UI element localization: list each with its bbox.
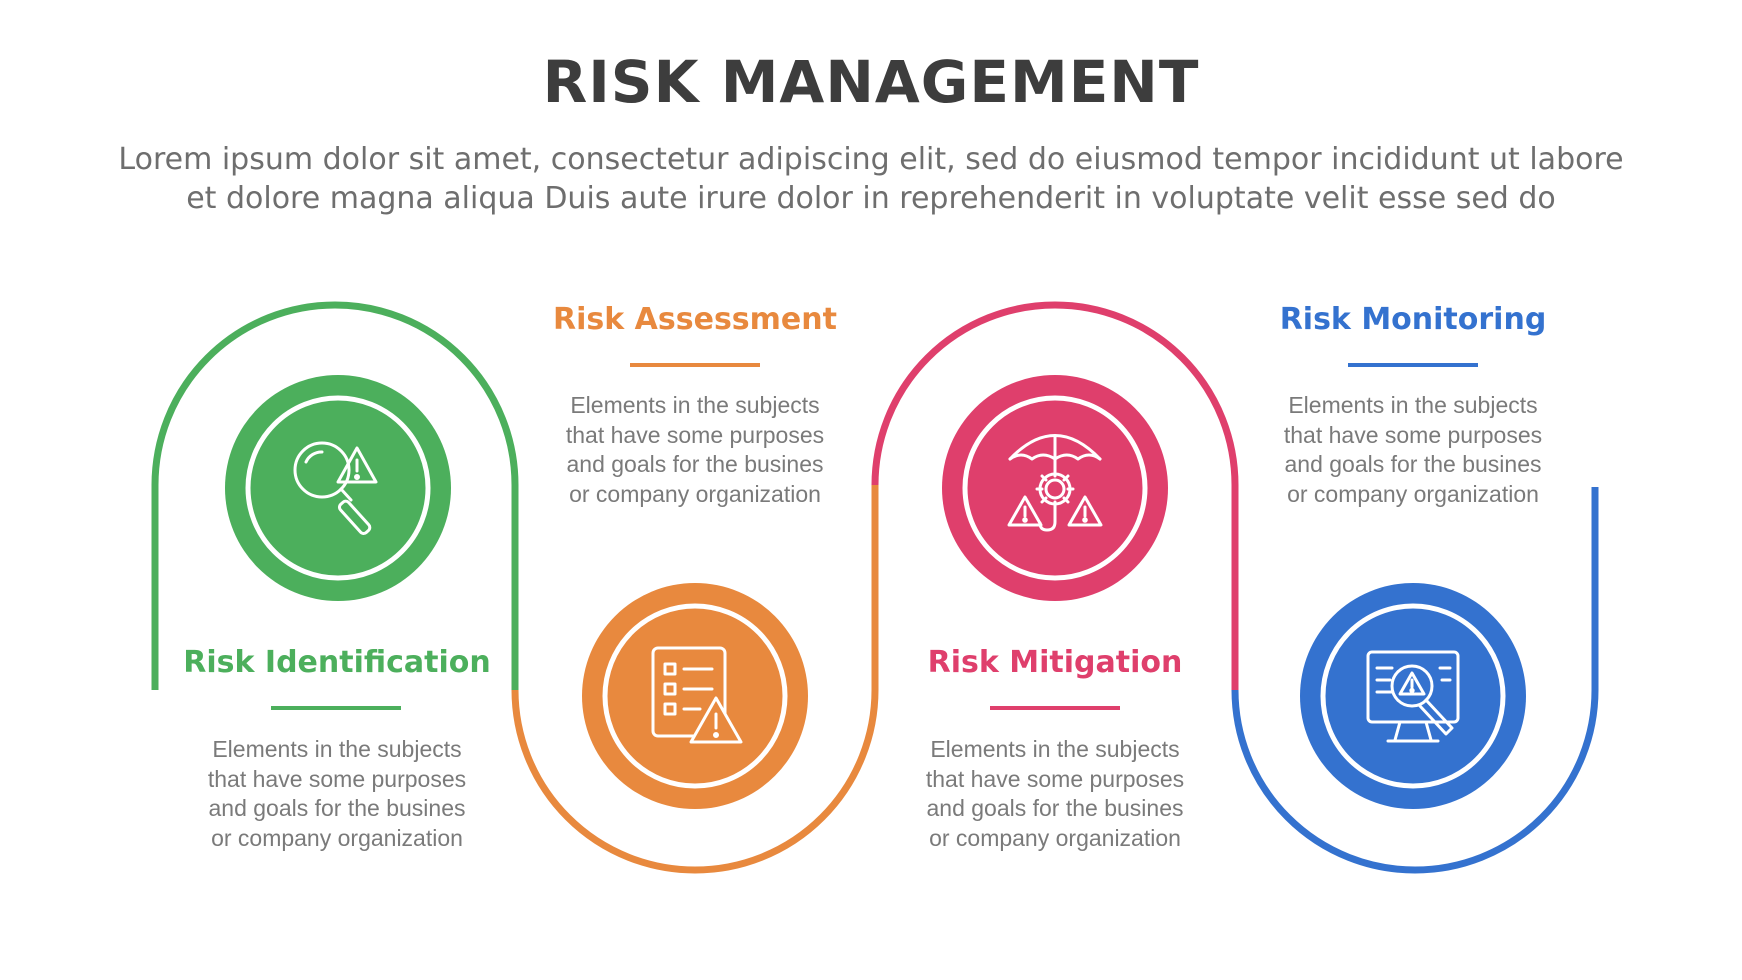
desc-line: or company organization <box>211 824 463 851</box>
step-4-badge <box>1300 583 1526 809</box>
desc-line: that have some purposes <box>565 421 825 448</box>
desc-line: or company organization <box>1287 480 1539 507</box>
step-1-badge <box>225 375 451 601</box>
step-1-divider <box>271 706 401 710</box>
step-2-connector <box>511 485 879 874</box>
step-4-title: Risk Monitoring <box>1279 302 1547 337</box>
step-3-description: Elements in the subjects that have some … <box>885 735 1225 853</box>
subtitle-line: Lorem ipsum dolor sit amet, consectetur … <box>118 142 1624 177</box>
desc-line: Elements in the subjects <box>930 736 1180 762</box>
desc-line: or company organization <box>929 824 1181 851</box>
step-3-divider <box>990 706 1120 710</box>
desc-line: that have some purposes <box>207 765 467 792</box>
desc-line: that have some purposes <box>1283 421 1543 448</box>
step-3-badge <box>942 375 1168 601</box>
step-2-badge <box>582 583 808 809</box>
desc-line: Elements in the subjects <box>212 736 462 762</box>
step-1-description: Elements in the subjects that have some … <box>167 735 507 853</box>
step-3-connector <box>871 301 1239 690</box>
umbrella-gear-warning-icon <box>1007 434 1103 532</box>
step-2-title: Risk Assessment <box>553 302 837 337</box>
desc-line: or company organization <box>569 480 821 507</box>
step-4-connector <box>1231 487 1599 874</box>
step-2-divider <box>630 363 760 367</box>
page-title: RISK MANAGEMENT <box>542 48 1200 116</box>
desc-line: and goals for the busines <box>208 795 466 821</box>
subtitle-line: et dolore magna aliqua Duis aute irure d… <box>186 181 1556 216</box>
magnifier-warning-icon <box>293 441 378 535</box>
desc-line: and goals for the busines <box>926 795 1184 821</box>
step-1-connector <box>151 301 519 690</box>
desc-line: Elements in the subjects <box>1288 392 1538 418</box>
desc-line: that have some purposes <box>925 765 1185 792</box>
step-2-description: Elements in the subjects that have some … <box>525 391 865 509</box>
monitor-magnifier-warning-icon <box>1366 650 1460 743</box>
desc-line: and goals for the busines <box>566 451 824 477</box>
checklist-warning-icon <box>651 646 743 744</box>
step-4-description: Elements in the subjects that have some … <box>1243 391 1583 509</box>
step-4-divider <box>1348 363 1478 367</box>
desc-line: and goals for the busines <box>1284 451 1542 477</box>
desc-line: Elements in the subjects <box>570 392 820 418</box>
step-3-title: Risk Mitigation <box>927 645 1183 680</box>
step-1-title: Risk Identification <box>183 645 491 680</box>
page-subtitle: Lorem ipsum dolor sit amet, consectetur … <box>60 140 1682 218</box>
